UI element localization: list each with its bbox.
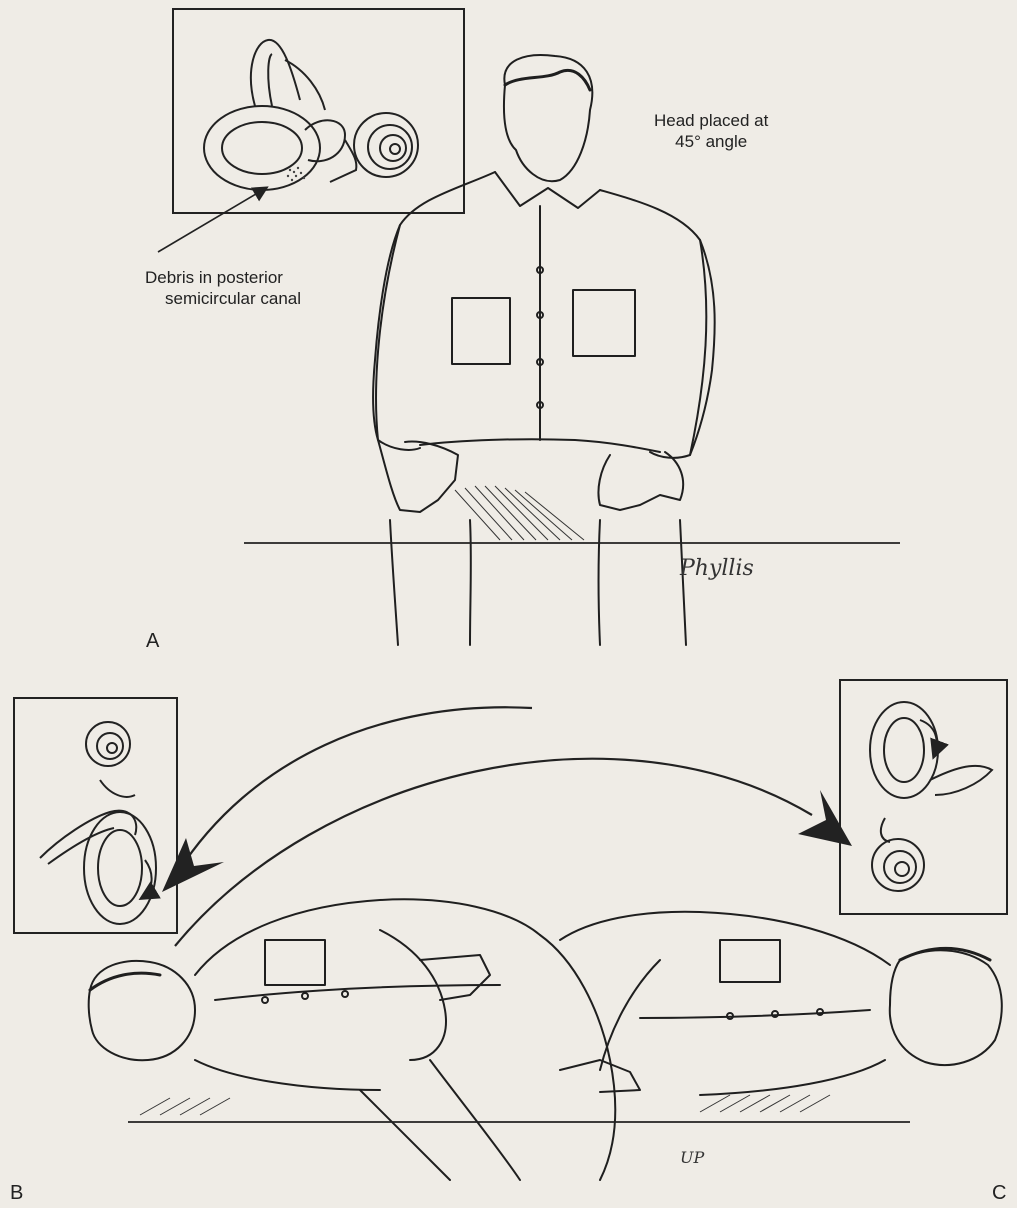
inner-ear-inset-a bbox=[173, 9, 464, 213]
floor-shading bbox=[140, 1095, 830, 1115]
arrowhead-c bbox=[798, 790, 852, 846]
debris-label-line2: semicircular canal bbox=[145, 288, 301, 309]
inner-ear-diagram-b bbox=[40, 722, 156, 924]
head-angle-label-line2: 45° angle bbox=[654, 131, 768, 152]
panel-a bbox=[158, 9, 900, 645]
inner-ear-diagram-c bbox=[870, 702, 992, 891]
head-angle-label-line1: Head placed at bbox=[654, 110, 768, 131]
debris-label-line1: Debris in posterior bbox=[145, 267, 301, 288]
artist-signature-bc: UP bbox=[680, 1148, 704, 1167]
motion-arc-to-b bbox=[178, 707, 532, 872]
panel-label-b: B bbox=[10, 1182, 23, 1205]
lap-shading bbox=[455, 486, 584, 540]
panels-b-c bbox=[14, 680, 1007, 1180]
debris-pointer-arrow bbox=[158, 188, 266, 252]
head-angle-label: Head placed at 45° angle bbox=[654, 110, 768, 152]
lying-patient-b bbox=[89, 899, 616, 1180]
inner-ear-inset-b bbox=[14, 698, 177, 933]
inner-ear-inset-c bbox=[840, 680, 1007, 914]
arrowhead-b bbox=[162, 838, 224, 892]
debris-label: Debris in posterior semicircular canal bbox=[145, 267, 301, 309]
panel-label-c: C bbox=[992, 1182, 1006, 1205]
artist-signature-a: Phyllis bbox=[680, 556, 754, 581]
lying-patient-c bbox=[560, 912, 1002, 1095]
inner-ear-diagram-a bbox=[204, 40, 418, 190]
panel-label-a: A bbox=[146, 630, 159, 653]
motion-arc-to-c bbox=[175, 759, 812, 946]
